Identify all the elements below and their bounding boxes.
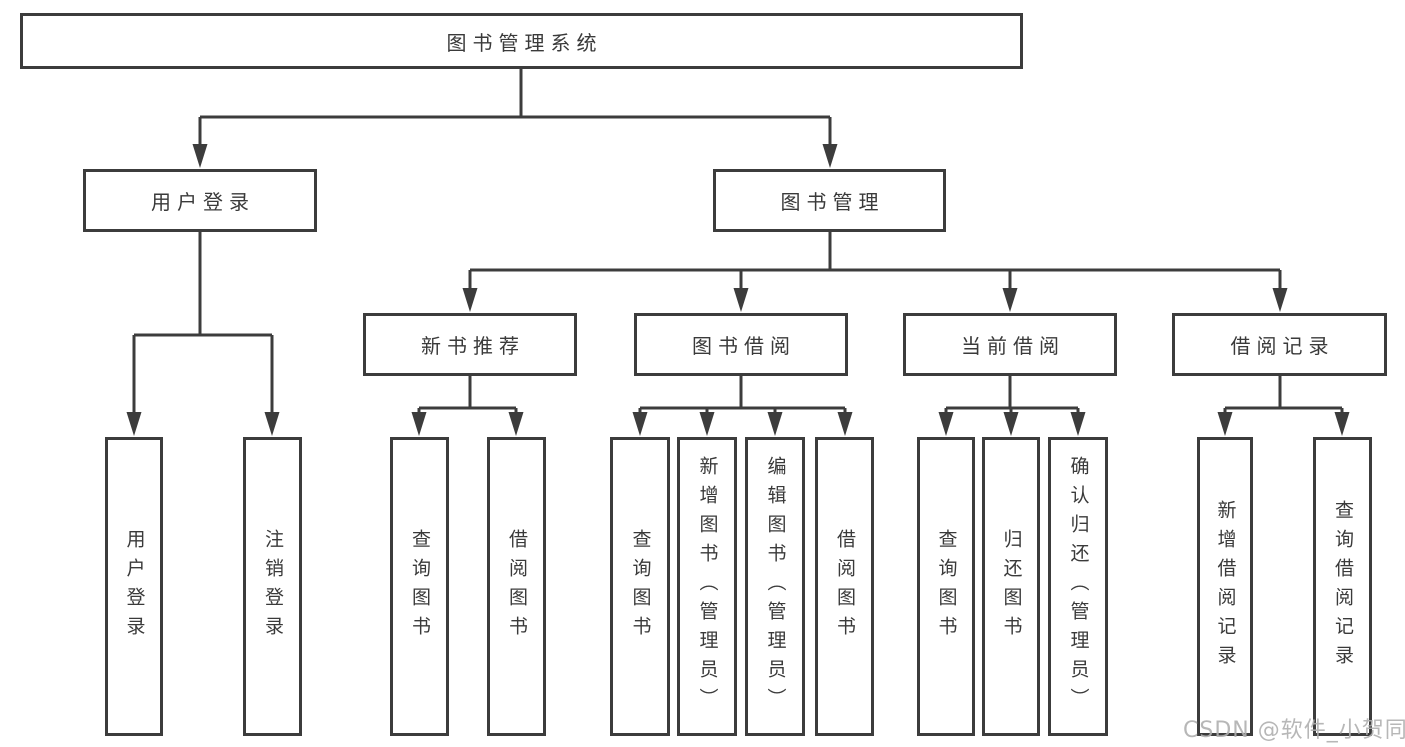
node-user-login: 用户登录 — [83, 169, 317, 232]
node-new-book-recommend-label: 新书推荐 — [421, 334, 525, 358]
leaf-logout-label: 注销登录 — [262, 528, 284, 645]
node-book-borrow-label: 图书借阅 — [692, 334, 796, 358]
leaf-query-books-borrow-label: 查询图书 — [629, 528, 652, 645]
leaf-query-borrow-record-label: 查询借阅记录 — [1332, 499, 1354, 674]
leaf-borrow-books-label: 借阅图书 — [834, 528, 856, 645]
leaf-add-borrow-record: 新增借阅记录 — [1197, 437, 1253, 736]
node-book-management-label: 图书管理 — [780, 190, 885, 214]
leaf-query-books-current: 查询图书 — [917, 437, 975, 736]
node-current-borrow: 当前借阅 — [903, 313, 1117, 376]
node-root-label: 图书管理系统 — [446, 30, 603, 55]
node-new-book-recommend: 新书推荐 — [363, 313, 577, 376]
leaf-query-books-recommend: 查询图书 — [390, 437, 449, 736]
leaf-user-login-label: 用户登录 — [123, 528, 146, 645]
leaf-borrow-books-recommend-label: 借阅图书 — [506, 528, 528, 645]
leaf-borrow-books: 借阅图书 — [815, 437, 874, 736]
csdn-watermark: CSDN @软件_小贺同学 — [1183, 718, 1405, 743]
node-book-management: 图书管理 — [713, 169, 946, 232]
node-root-library-system: 图书管理系统 — [20, 13, 1023, 69]
leaf-add-borrow-record-label: 新增借阅记录 — [1214, 499, 1237, 674]
leaf-query-books-borrow: 查询图书 — [610, 437, 670, 736]
node-borrow-records-label: 借阅记录 — [1230, 334, 1335, 358]
leaf-query-books-recommend-label: 查询图书 — [409, 528, 431, 645]
leaf-query-books-current-label: 查询图书 — [935, 528, 958, 645]
leaf-edit-books-admin-label: 编辑图书（管理员） — [764, 456, 787, 717]
arrowheads — [126, 144, 1350, 436]
node-borrow-records: 借阅记录 — [1172, 313, 1387, 376]
leaf-confirm-return-admin-label: 确认归还（管理员） — [1067, 456, 1090, 717]
node-current-borrow-label: 当前借阅 — [961, 334, 1065, 358]
tree-edges — [132, 69, 1344, 414]
leaf-logout: 注销登录 — [243, 437, 302, 736]
leaf-edit-books-admin: 编辑图书（管理员） — [745, 437, 805, 736]
leaf-user-login: 用户登录 — [105, 437, 163, 736]
leaf-confirm-return-admin: 确认归还（管理员） — [1048, 437, 1108, 736]
leaf-return-books: 归还图书 — [982, 437, 1040, 736]
leaf-borrow-books-recommend: 借阅图书 — [487, 437, 546, 736]
leaf-query-borrow-record: 查询借阅记录 — [1313, 437, 1372, 736]
leaf-add-books-admin-label: 新增图书（管理员） — [696, 456, 719, 717]
leaf-add-books-admin: 新增图书（管理员） — [677, 437, 737, 736]
leaf-return-books-label: 归还图书 — [1000, 528, 1023, 645]
node-book-borrow: 图书借阅 — [634, 313, 848, 376]
node-user-login-label: 用户登录 — [151, 190, 255, 214]
